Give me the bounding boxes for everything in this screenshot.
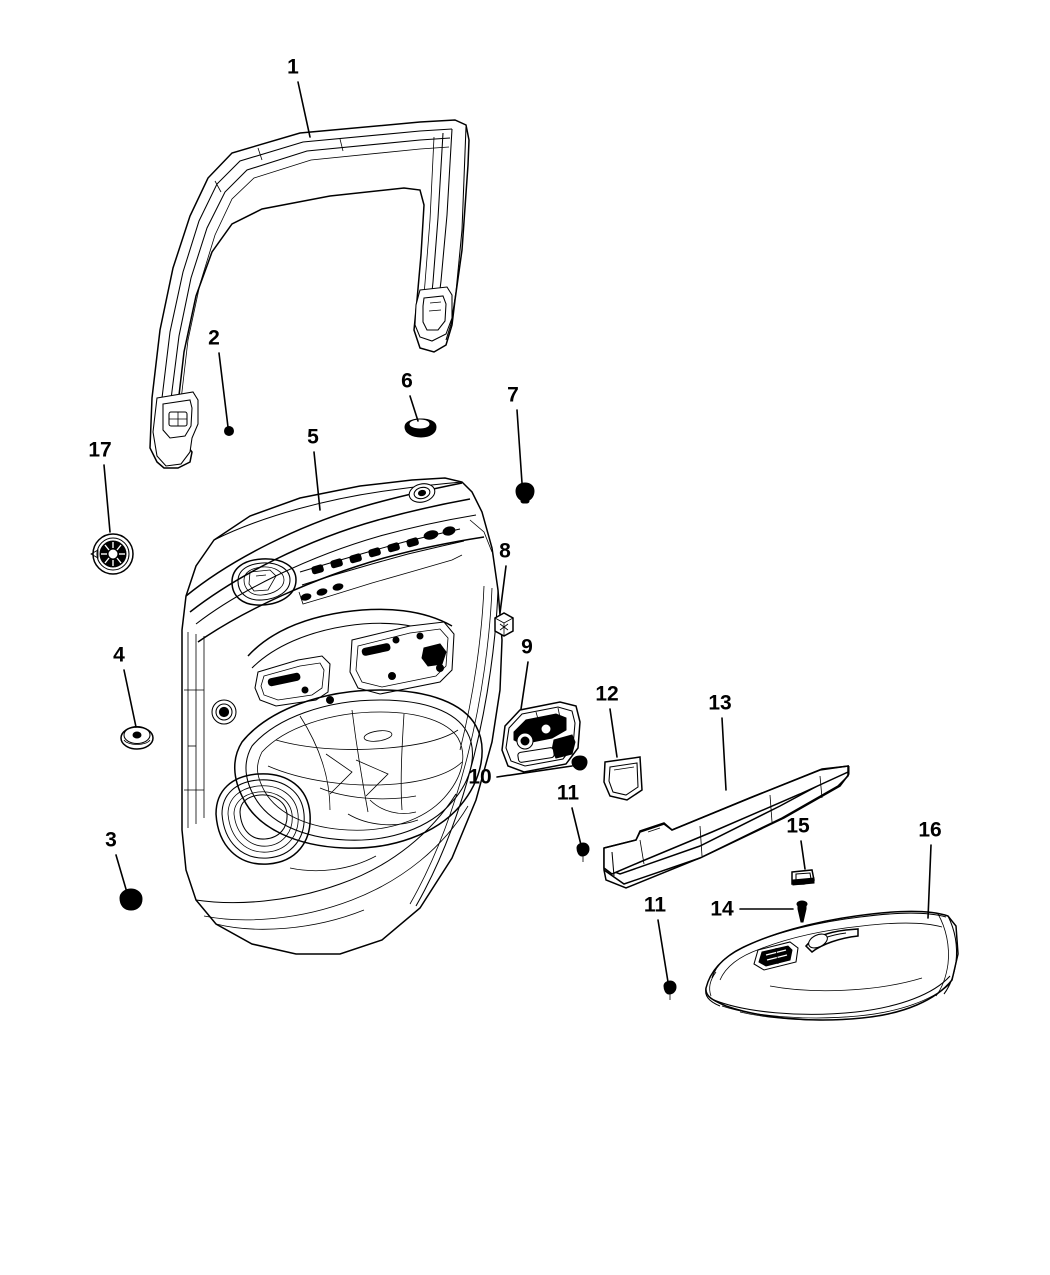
part-7-push-pin	[515, 482, 535, 504]
part-14-screw	[796, 900, 808, 923]
callout-11-lower: 11	[643, 893, 667, 917]
part-1-window-frame-molding	[149, 119, 470, 469]
part-15-armrest-clip	[791, 869, 815, 886]
leader-5	[313, 451, 321, 511]
leader-13	[721, 717, 727, 791]
part-9-window-switch	[501, 701, 581, 773]
part-6-trim-clip	[404, 418, 437, 438]
part-4-cover-plug	[120, 725, 154, 750]
part-11-screw-upper	[576, 842, 590, 862]
leader-7	[516, 409, 523, 484]
leader-11-lower	[657, 919, 669, 983]
callout-12: 12	[595, 682, 619, 706]
callout-17: 17	[88, 438, 112, 462]
callout-4: 4	[113, 643, 125, 667]
leader-16	[927, 844, 932, 919]
part-12-end-cap	[603, 756, 643, 801]
leader-17	[103, 464, 111, 533]
part-13-applique-strip	[603, 765, 850, 889]
leader-15	[800, 840, 806, 870]
leader-9	[520, 661, 529, 710]
leader-4	[123, 669, 137, 728]
part-10-switch-bezel	[571, 755, 588, 771]
leader-11-upper	[571, 807, 582, 846]
part-8-nut-retainer	[494, 612, 514, 637]
part-5-door-trim-panel	[181, 477, 503, 955]
callout-1: 1	[287, 55, 299, 79]
part-3-push-pin	[119, 888, 143, 911]
callout-13: 13	[708, 691, 732, 715]
callout-2: 2	[208, 326, 220, 350]
callout-11-upper: 11	[556, 781, 580, 805]
leader-12	[609, 708, 618, 758]
leader-3	[115, 854, 129, 897]
part-17-grommet	[90, 533, 134, 575]
callout-8: 8	[499, 539, 511, 563]
callout-9: 9	[521, 635, 533, 659]
callout-15: 15	[786, 814, 810, 838]
leader-2	[218, 352, 229, 428]
callout-16: 16	[918, 818, 942, 842]
leader-lines	[103, 81, 932, 983]
leader-8	[499, 565, 507, 614]
leader-6	[409, 395, 419, 422]
part-11-screw-lower	[663, 980, 677, 1000]
callout-7: 7	[507, 383, 519, 407]
part-2-screw	[224, 426, 234, 436]
switch-slot-group	[300, 526, 456, 601]
callout-6: 6	[401, 369, 413, 393]
callout-5: 5	[307, 425, 319, 449]
part-16-armrest	[705, 910, 959, 1021]
callout-14: 14	[710, 897, 734, 921]
leader-1	[297, 81, 311, 138]
leader-10	[496, 765, 573, 778]
callout-3: 3	[105, 828, 117, 852]
callout-10: 10	[468, 765, 492, 789]
